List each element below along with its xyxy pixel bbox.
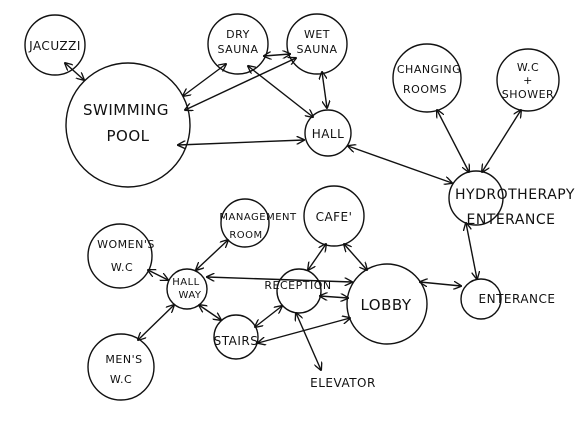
hallway-label-2: WAY (178, 290, 201, 301)
wc-shower-label-2: + (523, 74, 533, 87)
womens-wc-label-2: W.C (111, 261, 133, 274)
stairs-label: STAIRS (214, 334, 259, 348)
lobby-label: LOBBY (360, 296, 411, 314)
link-hallway-lobby (207, 277, 352, 282)
dry-sauna-label-2: SAUNA (217, 43, 258, 56)
link-cafe-lobby (344, 244, 367, 270)
entrance-label: ENTERANCE (479, 292, 556, 306)
link-entrance-lobby (420, 282, 461, 286)
dry-sauna-label-1: DRY (226, 28, 250, 41)
lobby-bubble (346, 263, 428, 345)
link-pool-drysauna (183, 64, 226, 96)
elevator-label: ELEVATOR (310, 376, 376, 390)
link-dry-wet (264, 54, 290, 56)
wc-shower-bubble (496, 48, 560, 112)
hydrotherapy-label-1: HYDROTHERAPY (455, 187, 575, 203)
cafe-label: CAFE' (316, 210, 353, 224)
hall-label: HALL (312, 127, 345, 141)
mens-wc-label-1: MEN'S (105, 353, 142, 366)
swimming-pool-label-1: SWIMMING (83, 101, 169, 119)
link-drysauna-hall (248, 66, 313, 117)
reception-label: RECEPTION (264, 279, 331, 292)
womens-wc-bubble (87, 223, 153, 289)
hydrotherapy-label-2: ENTERANCE (466, 212, 555, 228)
cafe-bubble (303, 185, 365, 247)
mens-wc-label-2: W.C (110, 373, 132, 386)
link-hydro-wcshower (482, 110, 521, 172)
link-hydro-changing (437, 110, 469, 172)
link-reception-elevator (296, 313, 321, 370)
hallway-label-1: HALL (172, 277, 200, 288)
link-pool-hall (178, 140, 304, 145)
link-pool-wetsauna (185, 58, 296, 110)
link-hallway-womens (148, 270, 168, 280)
link-wetsauna-hall (322, 72, 327, 108)
management-room-bubble (220, 198, 270, 248)
changing-rooms-label-2: ROOMS (403, 83, 447, 96)
entrance-bubble (460, 278, 502, 320)
link-reception-lobby (320, 296, 348, 298)
changing-rooms-bubble (392, 43, 462, 113)
link-hall-hydro (348, 146, 452, 183)
wet-sauna-label-2: SAUNA (296, 43, 337, 56)
hallway-bubble (166, 268, 208, 310)
jacuzzi-bubble (24, 14, 86, 76)
swimming-pool-label-2: POOL (106, 127, 149, 145)
management-room-label-1: MANAGEMENT (219, 212, 297, 223)
link-hallway-mens (138, 305, 174, 340)
management-room-label-2: ROOM (229, 230, 262, 241)
wet-sauna-label-1: WET (304, 28, 330, 41)
link-hydro-entrance (466, 223, 477, 279)
jacuzzi-label: JACUZZI (28, 39, 81, 53)
mens-wc-bubble (87, 333, 155, 401)
link-cafe-reception (308, 244, 326, 270)
wc-shower-label-1: W.C (517, 61, 539, 74)
swimming-pool-bubble (65, 62, 191, 188)
link-hallway-management (196, 240, 228, 270)
link-hallway-stairs (199, 305, 221, 320)
wc-shower-label-3: SHOWER (502, 88, 554, 101)
womens-wc-label-1: WOMEN'S (97, 238, 155, 251)
link-jacuzzi-pool (65, 63, 84, 80)
changing-rooms-label-1: CHANGING (397, 63, 461, 76)
link-stairs-reception (255, 306, 282, 327)
wet-sauna-bubble (286, 13, 348, 75)
hall-bubble (304, 109, 352, 157)
